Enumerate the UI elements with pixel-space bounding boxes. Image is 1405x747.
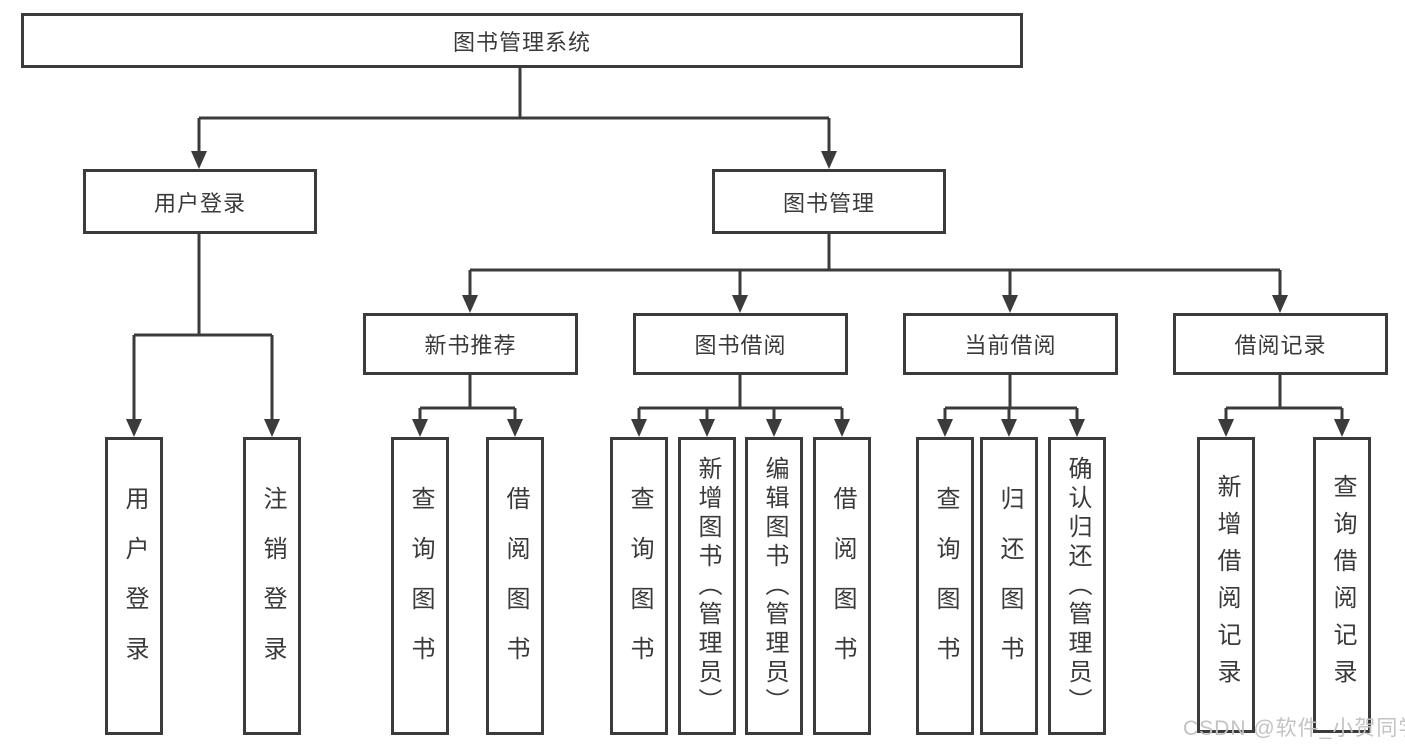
leaf-query-books-3: 查询图书 <box>916 437 974 735</box>
connector-arrowheads <box>126 151 1350 437</box>
node-label: 归还图书 <box>996 486 1023 686</box>
node-label: 用户登录 <box>153 190 246 216</box>
leaf-borrow-books-2: 借阅图书 <box>813 437 871 735</box>
leaf-query-borrow-record: 查询借阅记录 <box>1313 437 1371 733</box>
csdn-watermark: CSDN @软件_小贺同学 <box>1183 717 1405 740</box>
node-label: 借阅记录 <box>1234 333 1327 358</box>
node-label: 借阅图书 <box>502 486 529 686</box>
node-label: 查询借阅记录 <box>1329 474 1356 696</box>
node-label: 确认归还（管理员） <box>1064 455 1091 717</box>
node-label: 借阅图书 <box>829 486 856 686</box>
node-label: 注销登录 <box>259 486 286 686</box>
leaf-return-books: 归还图书 <box>980 437 1038 735</box>
connector-strokes <box>132 68 1344 421</box>
node-label: 新增借阅记录 <box>1213 474 1240 696</box>
node-label: 图书管理系统 <box>452 29 591 55</box>
node-label: 图书管理 <box>782 190 875 216</box>
leaf-user-login: 用户登录 <box>105 437 163 735</box>
node-label: 新增图书（管理员） <box>694 455 721 717</box>
leaf-logout: 注销登录 <box>243 437 301 735</box>
node-label: 新书推荐 <box>424 333 517 358</box>
leaf-add-books-admin: 新增图书（管理员） <box>678 437 736 735</box>
node-label: 用户登录 <box>121 486 148 686</box>
node-label: 查询图书 <box>407 486 434 686</box>
node-book-borrow: 图书借阅 <box>633 313 848 375</box>
leaf-borrow-books-1: 借阅图书 <box>486 437 544 735</box>
leaf-confirm-return-admin: 确认归还（管理员） <box>1048 437 1106 735</box>
node-root-library-system: 图书管理系统 <box>21 13 1023 68</box>
node-user-login: 用户登录 <box>83 169 317 234</box>
node-borrow-records: 借阅记录 <box>1173 313 1388 375</box>
leaf-add-borrow-record: 新增借阅记录 <box>1197 437 1255 733</box>
node-new-book-recommend: 新书推荐 <box>363 313 578 375</box>
leaf-query-books-1: 查询图书 <box>391 437 449 735</box>
leaf-query-books-2: 查询图书 <box>610 437 668 735</box>
node-label: 查询图书 <box>932 486 959 686</box>
node-label: 图书借阅 <box>694 333 787 358</box>
node-label: 当前借阅 <box>964 333 1057 358</box>
node-label: 编辑图书（管理员） <box>761 455 788 717</box>
node-book-management: 图书管理 <box>712 169 946 234</box>
node-current-borrow: 当前借阅 <box>903 313 1118 375</box>
leaf-edit-books-admin: 编辑图书（管理员） <box>745 437 803 735</box>
node-label: 查询图书 <box>626 486 653 686</box>
